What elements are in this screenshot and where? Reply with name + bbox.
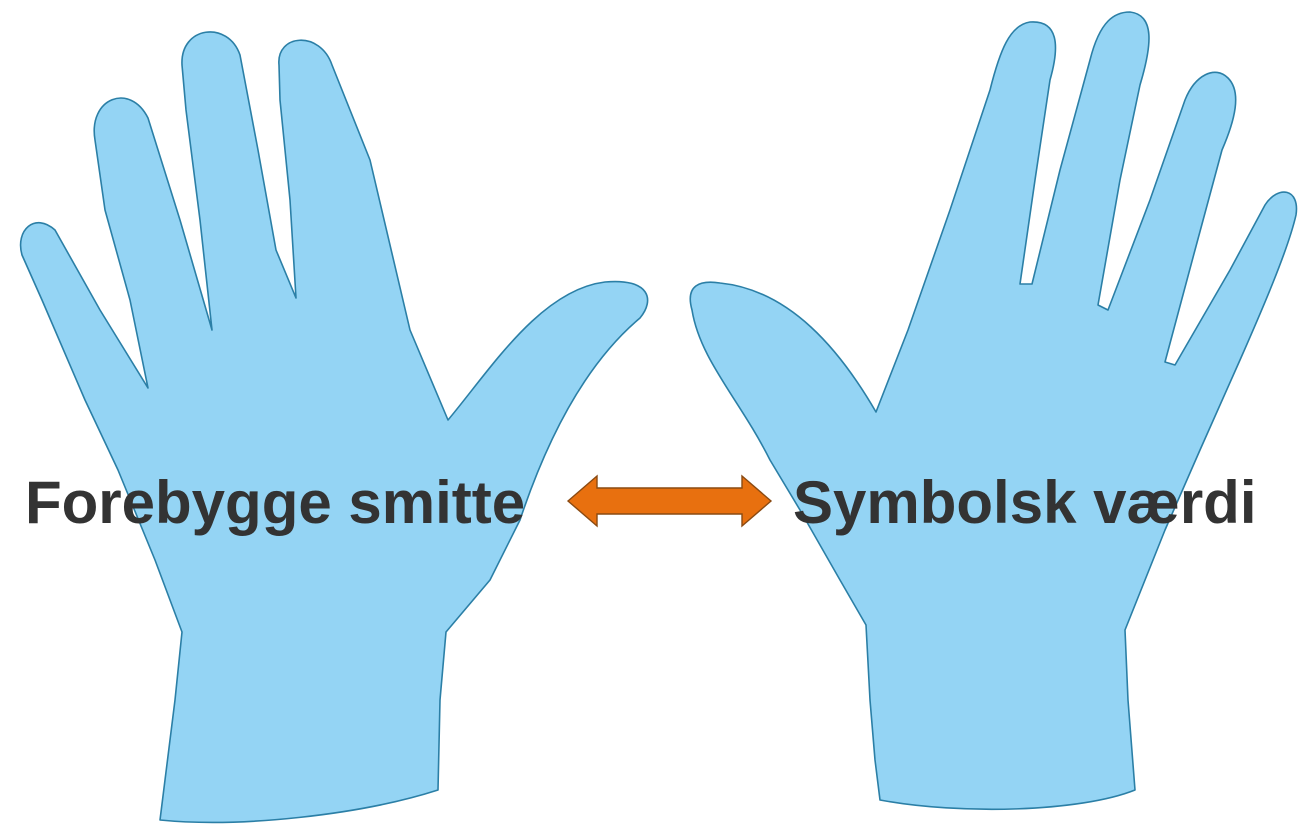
left-glove: [19, 31, 649, 824]
left-glove-shape: [19, 31, 649, 824]
right-glove: [689, 11, 1298, 811]
right-glove-shape: [689, 11, 1298, 811]
double-headed-arrow-icon: [566, 474, 773, 528]
double-arrow: [566, 474, 773, 528]
right-label: Symbolsk værdi: [793, 469, 1257, 536]
left-label: Forebygge smitte: [25, 469, 525, 536]
